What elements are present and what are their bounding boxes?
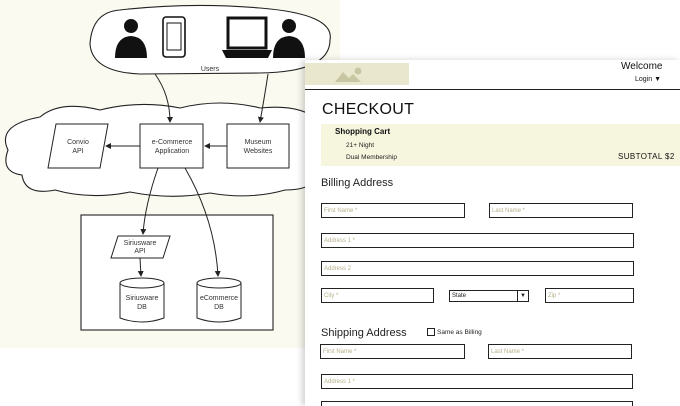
ecommerce-db-node — [196, 277, 242, 323]
siriusware-db-node — [119, 277, 165, 323]
siriusware-db-label-2: DB — [137, 304, 147, 311]
edge-users-to-app — [154, 73, 173, 123]
same-as-billing-option[interactable]: Same as Billing — [427, 328, 482, 336]
cart-title: Shopping Cart — [335, 127, 391, 136]
ecommerce-app-label-1: e-Commerce — [152, 139, 193, 146]
siriusware-api-node — [110, 235, 171, 259]
convio-api-label-1: Convio — [67, 139, 89, 146]
edge-app-to-siriusware-api — [140, 167, 159, 235]
header-divider — [305, 89, 680, 90]
person-icon — [273, 19, 305, 58]
edge-app-to-ecommerce-db — [184, 167, 221, 277]
billing-address2-field[interactable]: Address 2 — [321, 261, 634, 276]
convio-api-label-2: API — [72, 148, 83, 155]
cart-item: 21+ Night — [346, 142, 375, 149]
billing-zip-field[interactable]: Zip * — [545, 288, 634, 303]
billing-city-field[interactable]: City * — [321, 288, 434, 303]
subtotal: SUBTOTAL $2 — [618, 152, 675, 161]
person-icon — [115, 19, 147, 58]
shopping-cart-panel: Shopping Cart 21+ Night Dual Membership … — [321, 124, 680, 166]
checkout-page: Welcome Login ▼ CHECKOUT Shopping Cart 2… — [305, 60, 680, 406]
image-placeholder-icon — [335, 67, 362, 82]
edge-users-to-museum — [257, 73, 269, 123]
login-dropdown[interactable]: Login ▼ — [635, 76, 662, 83]
billing-state-select[interactable]: State ▼ — [449, 290, 529, 302]
billing-first-name-field[interactable]: First Name * — [321, 203, 465, 218]
page-title: CHECKOUT — [322, 101, 415, 118]
museum-websites-node — [226, 123, 290, 169]
users-label: Users — [201, 66, 220, 73]
siriusware-db-label-1: Siriusware — [126, 295, 159, 302]
same-as-billing-checkbox[interactable] — [427, 328, 435, 336]
edge-siriusware-api-to-db — [137, 257, 144, 277]
smartphone-icon — [162, 16, 186, 58]
siriusware-api-label-2: API — [134, 248, 145, 255]
users-cloud — [89, 4, 331, 75]
billing-address1-field[interactable]: Address 1 * — [321, 233, 634, 248]
convio-api-node — [47, 123, 109, 169]
siriusware-api-label-1: Siriusware — [124, 240, 157, 247]
architecture-diagram: Users Convio API e-Commerce Application … — [0, 0, 340, 348]
same-as-billing-label: Same as Billing — [437, 328, 482, 336]
state-select-value: State — [452, 293, 467, 299]
shipping-heading: Shipping Address — [321, 327, 407, 339]
shipping-first-name-field[interactable]: First Name * — [320, 344, 465, 359]
museum-label-2: Websites — [244, 148, 273, 155]
chevron-down-icon: ▼ — [517, 291, 528, 301]
museum-label-1: Museum — [245, 139, 272, 146]
cart-item: Dual Membership — [346, 154, 397, 161]
backend-container — [80, 214, 274, 331]
shipping-address1-field[interactable]: Address 1 * — [321, 374, 633, 389]
shipping-address2-field[interactable] — [321, 401, 633, 406]
ecommerce-db-label-1: eCommerce — [200, 295, 238, 302]
welcome-text: Welcome — [621, 61, 663, 72]
logo-placeholder — [305, 63, 409, 85]
laptop-icon — [222, 16, 272, 58]
billing-heading: Billing Address — [321, 177, 394, 189]
ecommerce-db-label-2: DB — [214, 304, 224, 311]
diagram-canvas: Users Convio API e-Commerce Application … — [4, 4, 331, 331]
billing-last-name-field[interactable]: Last Name * — [489, 203, 633, 218]
ecommerce-app-node — [139, 123, 204, 169]
ecommerce-app-label-2: Application — [155, 148, 189, 155]
shipping-last-name-field[interactable]: Last Name * — [488, 344, 632, 359]
